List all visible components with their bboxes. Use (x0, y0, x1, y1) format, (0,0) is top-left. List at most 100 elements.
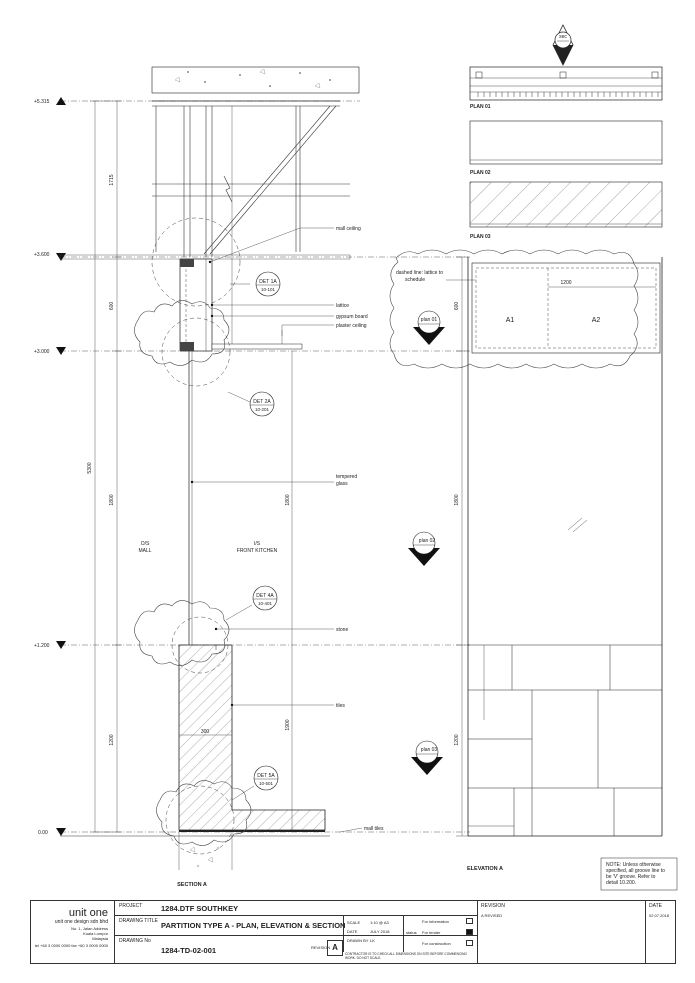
drawing-number-row: DRAWING No 1284-TD-02-001 REVISION A (115, 936, 477, 963)
plan-marker-03-label: plan 03 (421, 747, 438, 753)
project-name: 1284.DTF SOUTHKEY (161, 904, 239, 913)
drawn-label: DRAWN BY (347, 938, 369, 943)
company-address-2: Kuala Lumpur (83, 931, 108, 936)
detail-5a-title: DET 5A (257, 773, 275, 779)
status-checkbox-tender[interactable] (466, 929, 473, 935)
label-tempered: tempered (336, 474, 357, 480)
section-marker-label: sec (559, 34, 567, 40)
level-5315: +5.315 (34, 99, 50, 105)
date-header: DATE (649, 903, 662, 909)
status-option-tender: For tender (422, 930, 441, 935)
general-note: NOTE: Unless otherwise specified, all gr… (600, 857, 678, 891)
dim-left-1715: 1715 (109, 174, 115, 185)
drawing-no-label: DRAWING No (119, 938, 151, 944)
plan-marker-03[interactable]: plan 03 (411, 740, 443, 775)
drawing-title-row: DRAWING TITLE PARTITION TYPE A - PLAN, E… (115, 916, 477, 936)
company-block: unit one unit one design sdn bhd No. 1, … (31, 901, 115, 963)
zone-os: O/S (141, 541, 150, 547)
note-line-1: NOTE: Unless otherwise (606, 862, 661, 868)
company-address-1: No. 1, Jalan Address (71, 926, 108, 931)
detail-callout-2a[interactable]: DET 2A 10-201 (227, 391, 275, 417)
level-1200: +1.200 (34, 643, 50, 649)
dim-inner-1900: 1900 (285, 719, 291, 730)
status-checkbox-construction[interactable] (466, 940, 473, 946)
project-label: PROJECT (119, 903, 143, 909)
elevation-a-drawing: 1200 A1 A2 600 1 (389, 249, 663, 872)
company-contact: tel +60 3 0000 0000 fax +60 3 0000 0000 (34, 943, 108, 948)
section-a-drawing: 300 1715 600 5300 1800 (34, 66, 470, 888)
zone-is: I/S (254, 541, 261, 547)
status-block: status For information For tender For co… (403, 916, 477, 952)
label-plaster-ceiling: plaster ceiling (336, 323, 367, 329)
revision-header: REVISION (481, 903, 505, 909)
plan-marker-02[interactable]: plan 02 (408, 531, 440, 566)
plan-marker-01-label: plan 01 (421, 317, 438, 323)
section-marker[interactable]: sec (552, 24, 574, 66)
plans: PLAN 01 PLAN 02 PLAN 03 (469, 66, 663, 240)
dim-inner-300: 300 (201, 729, 210, 735)
dashed-note-line2: schedule (405, 277, 425, 283)
revision-letter: A (332, 943, 338, 952)
plan-01-label: PLAN 01 (470, 104, 491, 110)
detail-4a-title: DET 4A (256, 593, 274, 599)
detail-1a-ref: 10-101 (261, 287, 276, 292)
dim-right-1200: 1200 (454, 734, 460, 745)
drawing-title: PARTITION TYPE A - PLAN, ELEVATION & SEC… (161, 921, 346, 930)
dim-left-600: 600 (109, 302, 115, 311)
detail-2a-title: DET 2A (253, 399, 271, 405)
label-glass: glass (336, 481, 348, 487)
dim-right-600: 600 (454, 302, 460, 311)
detail-callout-5a[interactable]: DET 5A 10-501 (231, 765, 279, 801)
project-row: PROJECT 1284.DTF SOUTHKEY (115, 901, 477, 916)
company-address-3: Malaysia (92, 936, 108, 941)
label-mall-tiles: mall tiles (364, 826, 384, 832)
dim-inner-1800: 1800 (285, 494, 291, 505)
date-value: JULY 2018 (370, 929, 390, 934)
disclaimer: CONTRACTOR IS TO CHECK ALL DIMENSIONS ON… (345, 952, 467, 960)
panel-a2: A2 (592, 317, 601, 324)
panel-a1: A1 (506, 317, 515, 324)
status-option-construction: For construction (422, 941, 451, 946)
dim-left-1800: 1800 (109, 494, 115, 505)
scale-label: SCALE (347, 920, 361, 925)
dim-left-5300: 5300 (87, 462, 93, 473)
label-tiles: tiles (336, 703, 345, 709)
revision-entry: A REVISED (481, 913, 503, 918)
date-table: DATE 02.07.2018 (645, 901, 676, 963)
zone-front-kitchen: FRONT KITCHEN (237, 548, 278, 554)
detail-callout-4a[interactable]: DET 4A 10-401 (225, 585, 278, 621)
plan-02-label: PLAN 02 (470, 170, 491, 176)
section-a-title: SECTION A (177, 882, 207, 888)
level-3000: +3.000 (34, 349, 50, 355)
revision-letter-box: A (327, 940, 343, 956)
company-name: unit one (68, 907, 108, 919)
plan-marker-01[interactable]: plan 01 (413, 310, 445, 345)
status-checkbox-information[interactable] (466, 918, 473, 924)
detail-callout-1a[interactable]: DET 1A 10-101 (230, 271, 281, 297)
dashed-note-line1: dashed line: lattice to (396, 270, 443, 276)
dim-right-1800: 1800 (454, 494, 460, 505)
scale-date-block: SCALE 1:10 @ A3 DATE JULY 2018 DRAWN BY … (343, 916, 403, 952)
detail-2a-ref: 10-201 (255, 407, 270, 412)
plan-03-label: PLAN 03 (470, 234, 491, 240)
level-000: 0.00 (38, 830, 48, 836)
revision-table: REVISION A REVISED (477, 901, 645, 963)
status-option-information: For information (422, 919, 449, 924)
status-label: status (406, 930, 417, 935)
level-3600: +3.600 (34, 252, 50, 258)
elevation-a-title: ELEVATION A (467, 866, 503, 872)
label-gypsum-board: gypsum board (336, 314, 368, 320)
label-mall-ceiling: mall ceiling (336, 226, 361, 232)
note-line-2: specified, all groove line to (606, 868, 665, 874)
drawing-title-label: DRAWING TITLE (119, 918, 158, 924)
title-block: unit one unit one design sdn bhd No. 1, … (30, 900, 676, 964)
dim-left-1200: 1200 (109, 734, 115, 745)
detail-1a-title: DET 1A (259, 279, 277, 285)
date-entry: 02.07.2018 (649, 913, 670, 918)
note-line-3: be 'V' groove. Refer to (606, 874, 656, 880)
company-subtitle: unit one design sdn bhd (54, 919, 108, 925)
drawing-number: 1284-TD-02-001 (161, 946, 217, 955)
detail-5a-ref: 10-501 (259, 781, 274, 786)
label-stone: stone (336, 627, 348, 633)
